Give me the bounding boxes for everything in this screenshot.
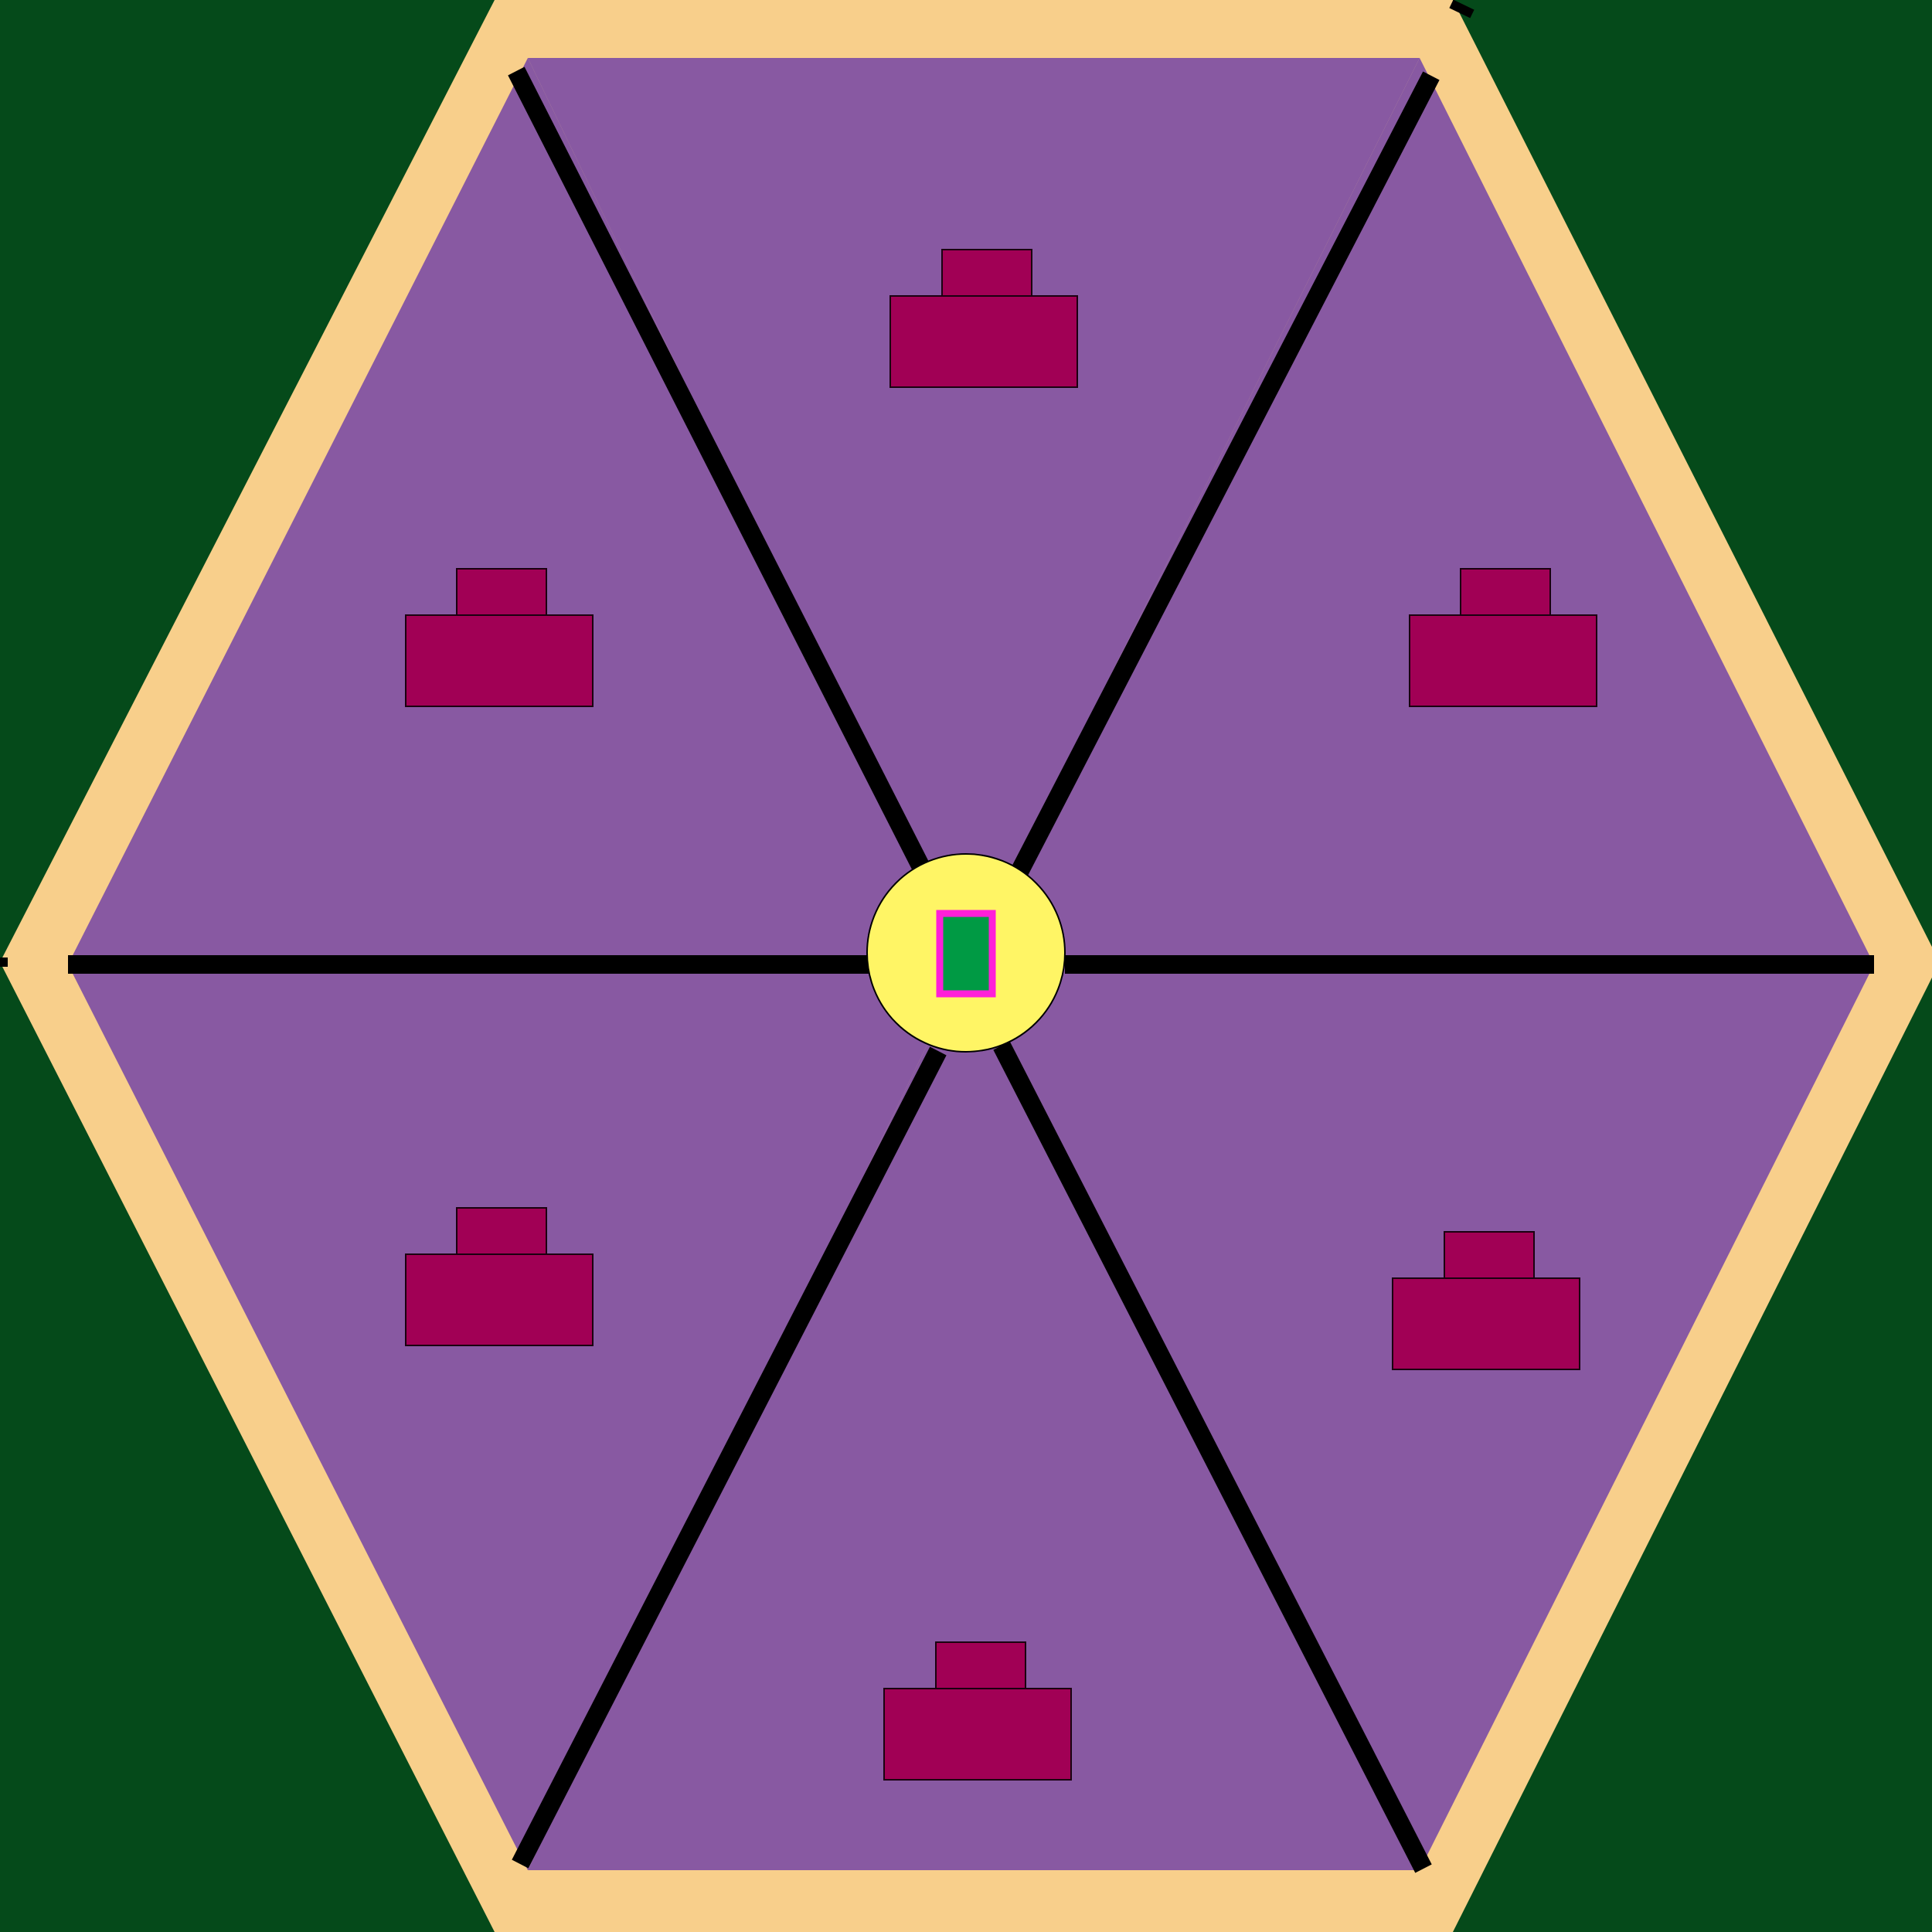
stacked-block-upper-left[interactable]	[405, 568, 594, 707]
divider-lower-left	[512, 1046, 947, 1869]
sector-top[interactable]	[528, 58, 1420, 964]
block-top-cap	[1444, 1231, 1535, 1279]
divider-upper-left	[508, 66, 932, 876]
sector-upper-right[interactable]	[966, 58, 1874, 964]
block-top-cap	[941, 249, 1032, 297]
sector-pieces	[405, 249, 1597, 1781]
sector-upper-left[interactable]	[68, 58, 966, 964]
block-base	[883, 1688, 1072, 1781]
block-base	[1392, 1277, 1580, 1370]
stacked-block-lower-left[interactable]	[405, 1207, 594, 1346]
center-hub[interactable]	[866, 853, 1066, 1053]
block-base	[1409, 614, 1597, 707]
block-base	[889, 295, 1078, 388]
block-top-cap	[935, 1641, 1026, 1689]
divider-upper-right	[1009, 71, 1440, 881]
stacked-block-top[interactable]	[889, 249, 1078, 388]
stacked-block-upper-right[interactable]	[1409, 568, 1597, 707]
block-top-cap	[1460, 568, 1551, 616]
corner-mark	[1449, 0, 1475, 19]
rim-corner-marks	[0, 0, 1475, 967]
sector-dividers	[68, 66, 1874, 1873]
sector-lower-right[interactable]	[966, 964, 1874, 1870]
divider-lower-right	[993, 1041, 1432, 1873]
hub-green-tile[interactable]	[936, 910, 996, 998]
block-base	[405, 614, 594, 707]
block-base	[405, 1253, 594, 1346]
block-top-cap	[456, 1207, 547, 1255]
sector-lower-left[interactable]	[68, 964, 966, 1870]
sector-group	[68, 58, 1874, 1870]
stacked-block-bottom[interactable]	[883, 1641, 1072, 1781]
block-top-cap	[456, 568, 547, 616]
stacked-block-lower-right[interactable]	[1392, 1231, 1580, 1370]
sector-bottom[interactable]	[528, 964, 1420, 1870]
